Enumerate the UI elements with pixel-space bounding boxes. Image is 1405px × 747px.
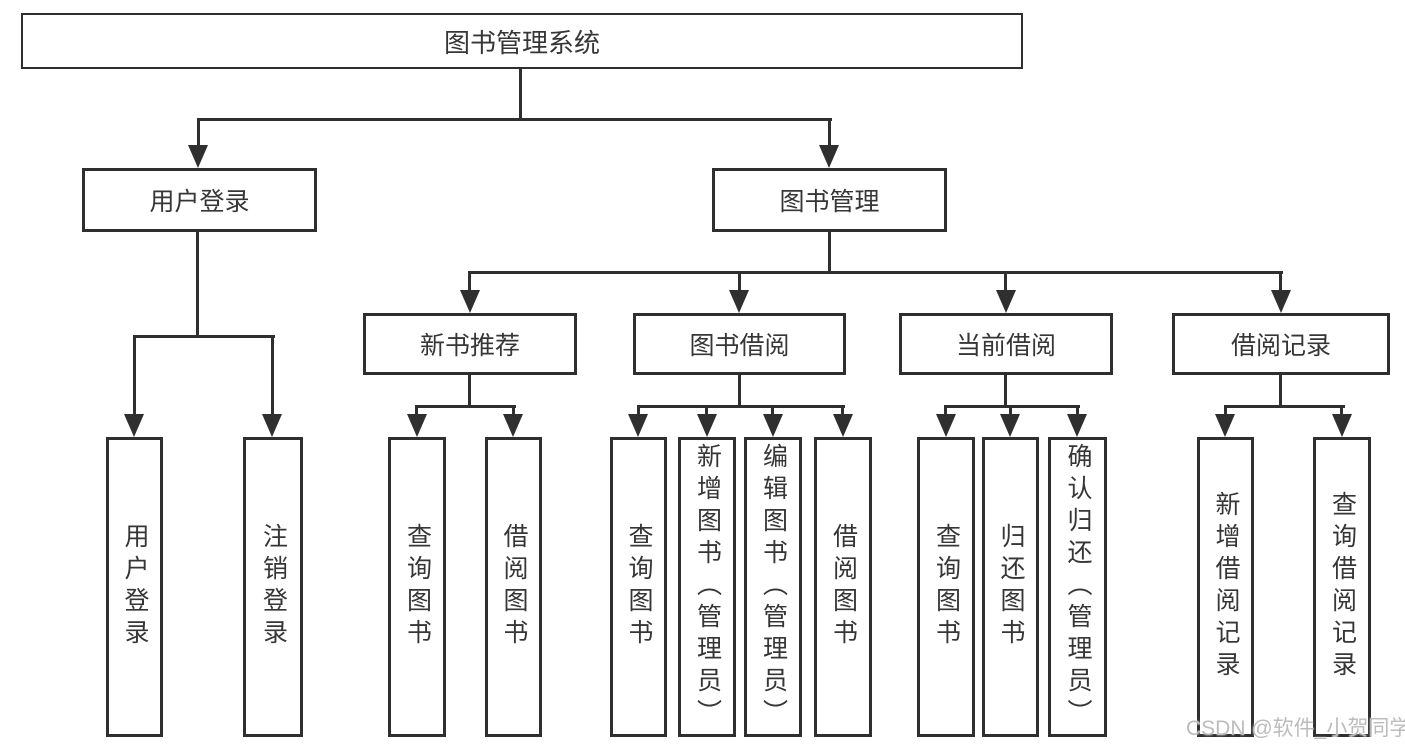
arrow-down-icon xyxy=(936,414,956,437)
leaf-record-add: 新增借阅记录 xyxy=(1197,437,1254,737)
leaf-user-login: 用户登录 xyxy=(106,437,163,737)
arrow-down-icon xyxy=(763,414,783,437)
leaf-label: 注销登录 xyxy=(259,523,288,651)
arrow-down-icon xyxy=(1215,414,1235,437)
node-borrow-record: 借阅记录 xyxy=(1172,313,1390,375)
node-new-book-recommend: 新书推荐 xyxy=(363,313,577,375)
connector-newbook-stem xyxy=(468,373,471,408)
arrow-down-icon xyxy=(833,414,853,437)
leaf-logout: 注销登录 xyxy=(243,437,303,737)
arrow-down-icon xyxy=(697,414,717,437)
connector-user-rail xyxy=(133,335,275,338)
leaf-current-return: 归还图书 xyxy=(982,437,1039,737)
arrow-down-icon xyxy=(729,290,749,313)
connector-current-drop xyxy=(1004,271,1007,293)
connector-book-mgmt-drop xyxy=(828,118,831,150)
connector-bookborrow-rail xyxy=(637,405,845,408)
leaf-label: 归还图书 xyxy=(997,523,1025,651)
leaf-label: 编辑图书（管理员） xyxy=(759,443,788,731)
leaf-current-query: 查询图书 xyxy=(917,437,975,737)
arrow-down-icon xyxy=(1000,414,1020,437)
arrow-down-icon xyxy=(819,145,839,168)
connector-mgmt-rail xyxy=(468,271,1283,274)
arrow-down-icon xyxy=(1271,290,1291,313)
connector-newbook-rail xyxy=(415,405,516,408)
leaf-label: 借阅图书 xyxy=(500,523,528,651)
leaf-label: 确认归还（管理员） xyxy=(1064,443,1092,731)
leaf-newbook-query: 查询图书 xyxy=(388,437,446,737)
leaf-label: 借阅图书 xyxy=(829,523,858,651)
connector-leaf-drop xyxy=(637,405,640,419)
leaf-borrow-query: 查询图书 xyxy=(610,437,667,737)
connector-leaf-drop xyxy=(1076,405,1079,419)
leaf-current-confirm-admin: 确认归还（管理员） xyxy=(1048,437,1107,737)
connector-leaf-drop xyxy=(705,405,708,419)
connector-user-right-drop xyxy=(271,335,274,419)
leaf-label: 查询图书 xyxy=(932,523,961,651)
leaf-label: 新增借阅记录 xyxy=(1212,491,1240,683)
connector-current-rail xyxy=(944,405,1080,408)
node-book-management: 图书管理 xyxy=(712,168,947,232)
arrow-down-icon xyxy=(124,414,144,437)
leaf-label: 查询借阅记录 xyxy=(1328,491,1357,683)
connector-bookborrow-stem xyxy=(738,373,741,408)
leaf-record-query: 查询借阅记录 xyxy=(1313,437,1371,737)
connector-leaf-drop xyxy=(512,405,515,419)
leaf-borrow-add-admin: 新增图书（管理员） xyxy=(678,437,736,737)
arrow-down-icon xyxy=(407,414,427,437)
leaf-borrow-edit-admin: 编辑图书（管理员） xyxy=(744,437,802,737)
arrow-down-icon xyxy=(188,145,208,168)
connector-leaf-drop xyxy=(944,405,947,419)
node-user-login: 用户登录 xyxy=(82,168,317,232)
connector-root-stem xyxy=(519,68,522,121)
csdn-watermark: CSDN @软件_小贺同学 xyxy=(1186,717,1405,740)
node-book-borrow: 图书借阅 xyxy=(633,313,846,375)
connector-user-left-drop xyxy=(133,335,136,419)
node-current-borrow: 当前借阅 xyxy=(899,313,1113,375)
leaf-label: 新增图书（管理员） xyxy=(693,443,722,731)
leaf-label: 用户登录 xyxy=(121,523,149,651)
connector-newbook-drop xyxy=(468,271,471,293)
connector-bookborrow-drop xyxy=(738,271,741,293)
connector-current-stem xyxy=(1004,373,1007,408)
connector-user-login-drop xyxy=(197,118,200,150)
leaf-label: 查询图书 xyxy=(625,523,653,651)
connector-record-drop xyxy=(1279,271,1282,293)
leaf-newbook-borrow: 借阅图书 xyxy=(485,437,542,737)
connector-record-rail xyxy=(1224,405,1345,408)
arrow-down-icon xyxy=(460,290,480,313)
arrow-down-icon xyxy=(1067,414,1087,437)
arrow-down-icon xyxy=(262,414,282,437)
connector-user-stem xyxy=(196,230,199,338)
arrow-down-icon xyxy=(1332,414,1352,437)
connector-leaf-drop xyxy=(1009,405,1012,419)
connector-record-stem xyxy=(1279,373,1282,408)
arrow-down-icon xyxy=(503,414,523,437)
connector-mgmt-stem xyxy=(828,230,831,274)
connector-leaf-drop xyxy=(415,405,418,419)
connector-leaf-drop xyxy=(771,405,774,419)
arrow-down-icon xyxy=(628,414,648,437)
leaf-label: 查询图书 xyxy=(403,523,432,651)
node-library-system: 图书管理系统 xyxy=(21,13,1023,69)
connector-leaf-drop xyxy=(1224,405,1227,419)
connector-leaf-drop xyxy=(1340,405,1343,419)
connector-leaf-drop xyxy=(841,405,844,419)
leaf-borrow-borrow: 借阅图书 xyxy=(814,437,872,737)
connector-root-rail xyxy=(197,118,832,121)
arrow-down-icon xyxy=(996,290,1016,313)
